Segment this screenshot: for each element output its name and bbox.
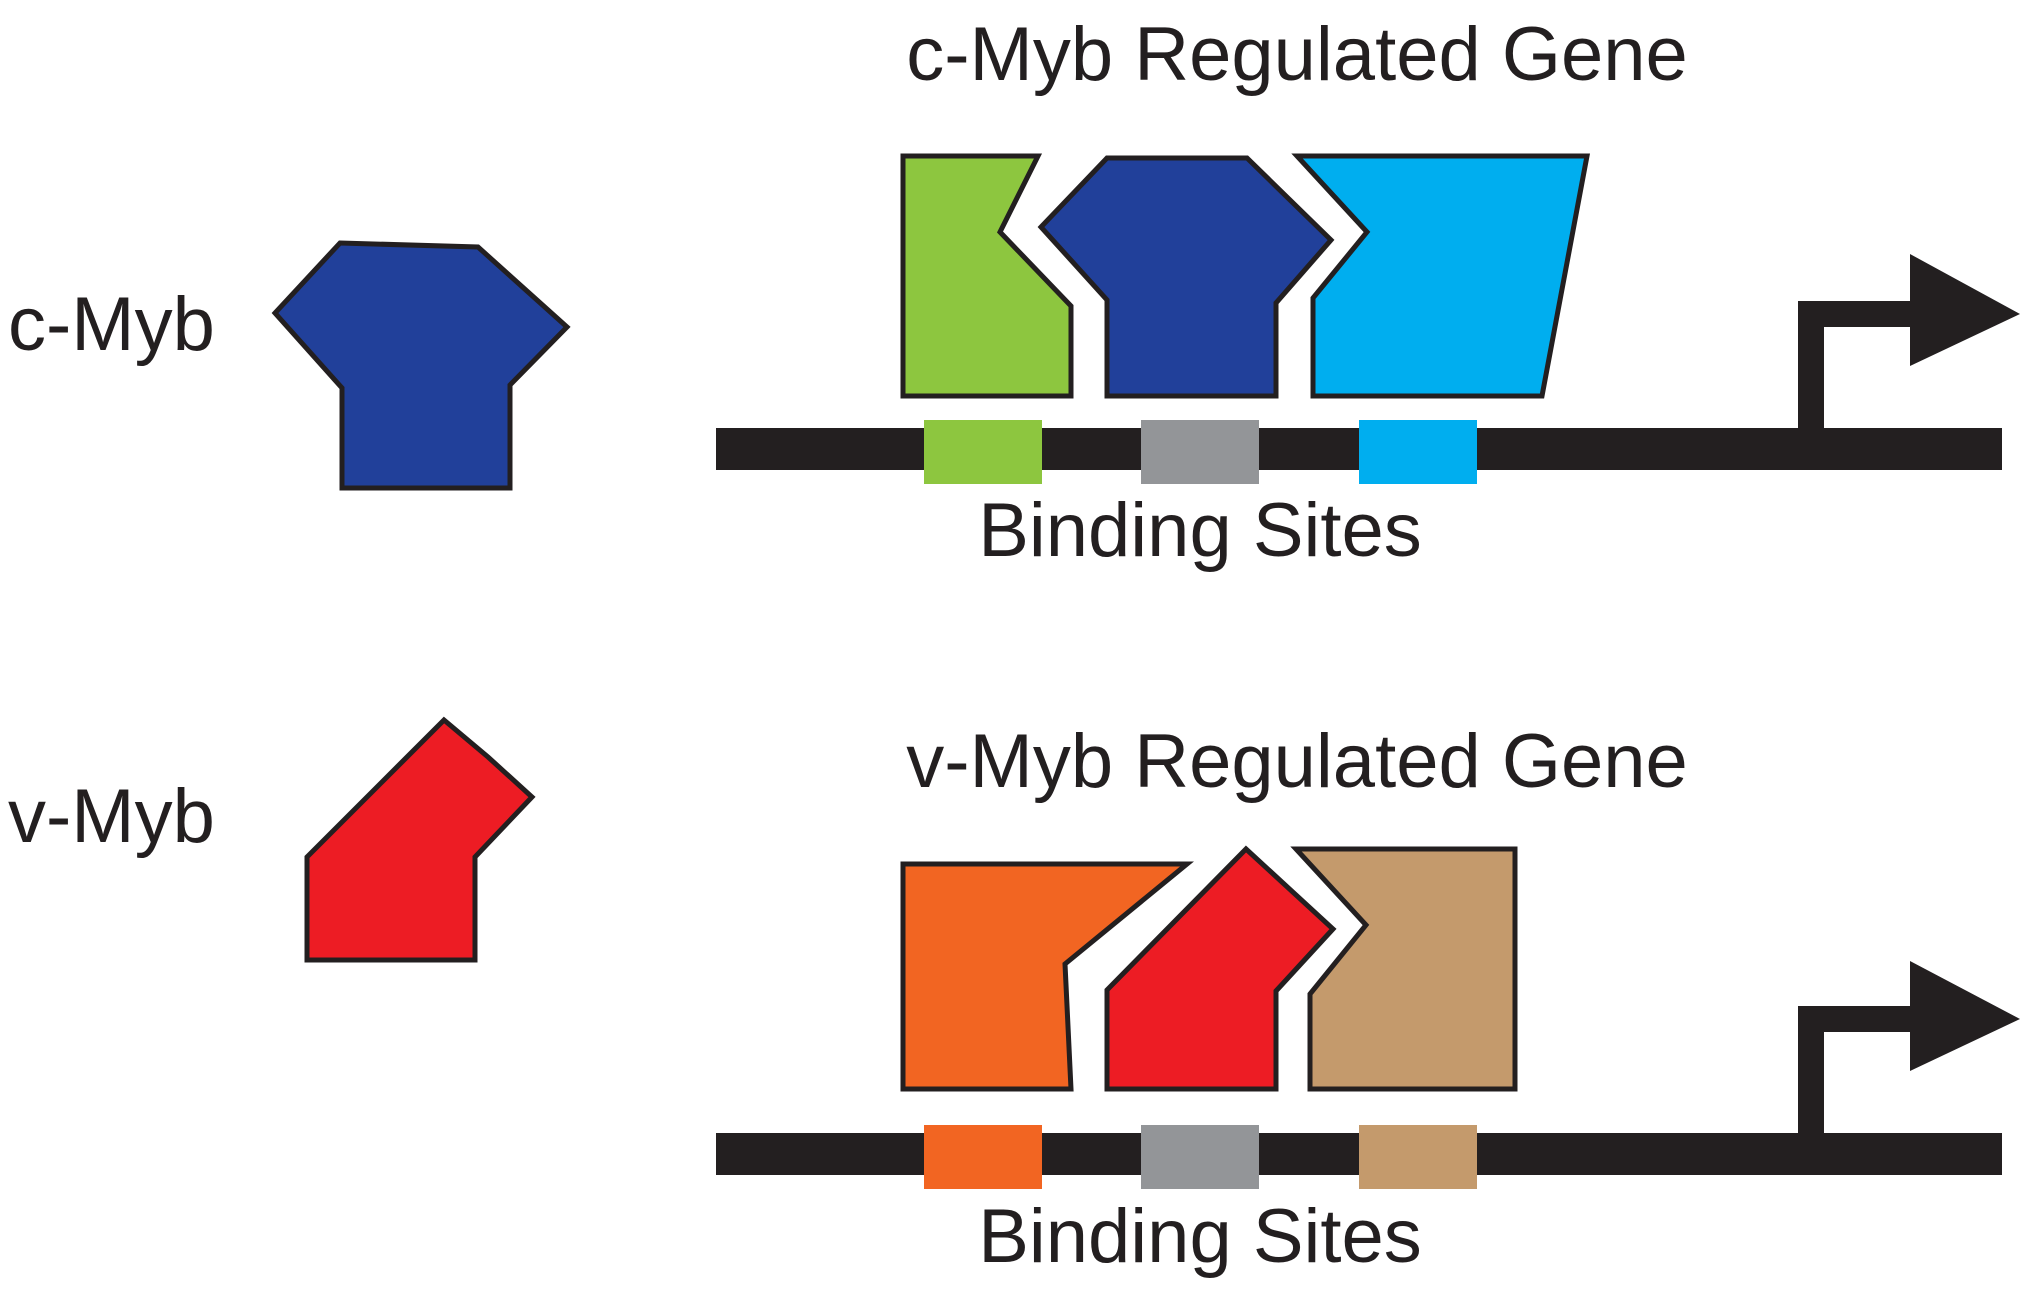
v-myb-protein: [304, 716, 536, 963]
v-tan-factor: [1290, 846, 1518, 1092]
c-binding-site-green: [924, 420, 1042, 484]
v-myb-bound: [1104, 845, 1337, 1092]
v-binding-site-tan: [1359, 1125, 1477, 1189]
c-myb-label: c-Myb: [8, 282, 215, 367]
c-binding-site-cyan: [1359, 420, 1477, 484]
c-binding-site-myb: [1141, 420, 1259, 484]
c-myb-bound: [1037, 155, 1335, 399]
v-myb-label: v-Myb: [8, 774, 215, 859]
v-transcription-start-arrow-icon: [1798, 961, 2020, 1135]
v-binding-sites-label: Binding Sites: [978, 1194, 1422, 1279]
c-cyan-factor: [1291, 153, 1591, 399]
c-binding-sites-label: Binding Sites: [978, 488, 1422, 573]
v-binding-site-myb: [1141, 1125, 1259, 1189]
c-myb-protein: [271, 240, 571, 491]
v-binding-site-orange: [924, 1125, 1042, 1189]
v-gene-title: v-Myb Regulated Gene: [906, 719, 1688, 804]
c-green-factor: [900, 153, 1074, 399]
v-orange-factor: [900, 861, 1194, 1092]
c-gene-title: c-Myb Regulated Gene: [906, 12, 1688, 97]
c-transcription-start-arrow-icon: [1798, 254, 2020, 430]
